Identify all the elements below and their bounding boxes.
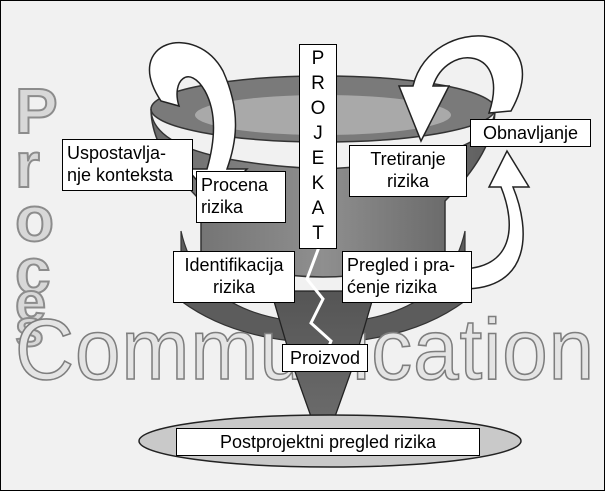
label-tretiranje-line-2: rizika <box>354 170 462 192</box>
label-pregled-line-2: ćenje rizika <box>347 276 467 298</box>
label-projekat: P R O J E K A T <box>299 44 337 249</box>
label-identifikacija-rizika: Identifikacija rizika <box>173 251 295 303</box>
label-identifikacija-line-1: Identifikacija <box>178 254 290 276</box>
label-uspostavljanje-konteksta: Uspostavlja- nje konteksta <box>62 139 193 191</box>
label-procena-line-1: Procena <box>201 174 281 196</box>
label-uspostavljanje-line-1: Uspostavlja- <box>67 142 188 164</box>
projekat-letter: R <box>311 74 325 94</box>
label-pregled-line-1: Pregled i pra- <box>347 254 467 276</box>
label-procena-rizika: Procena rizika <box>196 171 286 223</box>
projekat-letter: P <box>312 49 325 69</box>
label-tretiranje-line-1: Tretiranje <box>354 148 462 170</box>
label-pregled-pracenje: Pregled i pra- ćenje rizika <box>342 251 472 303</box>
projekat-letter: E <box>312 149 325 169</box>
label-proizvod: Proizvod <box>282 344 368 372</box>
label-tretiranje-rizika: Tretiranje rizika <box>349 145 467 197</box>
label-identifikacija-line-2: rizika <box>178 276 290 298</box>
projekat-letter: A <box>312 199 325 219</box>
projekat-letter: T <box>312 224 324 244</box>
projekat-letter: K <box>312 174 325 194</box>
label-postprojektni-pregled: Postprojektni pregled rizika <box>176 428 480 456</box>
label-obnavljanje-text: Obnavljanje <box>475 122 586 144</box>
projekat-letter: J <box>313 124 323 144</box>
label-obnavljanje: Obnavljanje <box>470 119 591 147</box>
label-postprojektni-text: Postprojektni pregled rizika <box>181 431 475 453</box>
label-uspostavljanje-line-2: nje konteksta <box>67 164 188 186</box>
projekat-letter: O <box>311 99 326 119</box>
label-procena-line-2: rizika <box>201 196 281 218</box>
label-proizvod-text: Proizvod <box>287 347 363 369</box>
